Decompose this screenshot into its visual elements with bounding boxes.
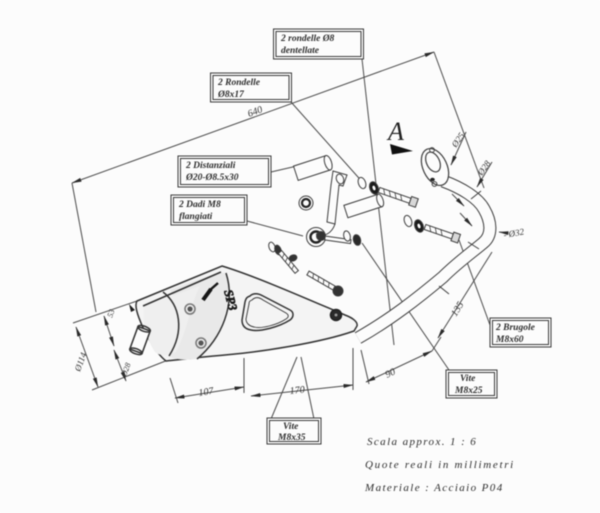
svg-text:Materiale : Acciaio P04: Materiale : Acciaio P04 bbox=[364, 482, 504, 494]
svg-text:90: 90 bbox=[384, 367, 398, 381]
svg-text:107: 107 bbox=[198, 386, 216, 399]
svg-text:- Ø32: - Ø32 bbox=[503, 226, 526, 240]
svg-text:flangiati: flangiati bbox=[179, 212, 213, 222]
svg-text:M8x25: M8x25 bbox=[454, 386, 483, 396]
svg-text:2 rondelle Ø8: 2 rondelle Ø8 bbox=[280, 34, 335, 44]
svg-text:2 Dadi M8: 2 Dadi M8 bbox=[178, 200, 221, 210]
svg-text:M8x35: M8x35 bbox=[277, 433, 306, 443]
svg-text:640: 640 bbox=[246, 104, 264, 119]
svg-text:2 Brugole: 2 Brugole bbox=[495, 323, 536, 333]
svg-text:Ø8x17: Ø8x17 bbox=[217, 90, 245, 100]
svg-text:2 Distanziali: 2 Distanziali bbox=[185, 161, 236, 171]
svg-text:170: 170 bbox=[289, 384, 305, 397]
svg-text:SP3: SP3 bbox=[221, 288, 240, 312]
svg-text:M8x60: M8x60 bbox=[495, 335, 524, 345]
svg-text:A: A bbox=[386, 117, 404, 146]
svg-text:Ø20-Ø8.5x30: Ø20-Ø8.5x30 bbox=[185, 173, 239, 183]
svg-text:Vite: Vite bbox=[283, 422, 299, 432]
svg-text:dentellate: dentellate bbox=[281, 46, 320, 56]
svg-text:53: 53 bbox=[105, 308, 116, 319]
svg-text:Scala approx. 1 : 6: Scala approx. 1 : 6 bbox=[367, 436, 477, 448]
svg-text:Vite: Vite bbox=[460, 374, 476, 384]
svg-text:2 Rondelle: 2 Rondelle bbox=[217, 78, 261, 88]
svg-text:Quote reali in millimetri: Quote reali in millimetri bbox=[365, 459, 515, 471]
